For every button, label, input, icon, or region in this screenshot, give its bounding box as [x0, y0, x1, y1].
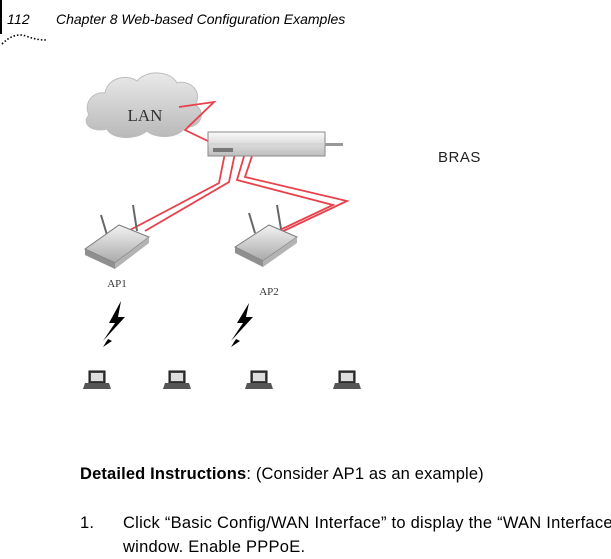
link-bras-to-ap1: [129, 152, 226, 231]
access-point-ap1: AP1: [84, 204, 151, 290]
lan-cloud-label: LAN: [128, 106, 163, 125]
step-text: Click “Basic Config/WAN Interface” to di…: [123, 514, 611, 556]
lan-cloud: LAN: [85, 72, 202, 138]
link-lan-to-bras: [178, 100, 217, 144]
laptop-client-1: [83, 370, 111, 389]
laptop-client-2: [163, 370, 191, 389]
ap2-label: AP2: [259, 286, 279, 298]
chapter-title: Chapter 8 Web-based Configuration Exampl…: [56, 11, 346, 27]
instructions-heading-suffix: : (Consider AP1 as an example): [246, 465, 484, 483]
instructions-heading: Detailed Instructions: [80, 465, 247, 483]
ap1-label: AP1: [107, 278, 127, 290]
network-links: [129, 100, 350, 238]
page-header: 112 Chapter 8 Web-based Configuration Ex…: [0, 0, 611, 48]
link-bras-to-ap1-b: [144, 152, 236, 232]
link-bras-to-ap2-b: [243, 152, 350, 236]
instructions-heading-line: Detailed Instructions: (Consider AP1 as …: [80, 465, 484, 484]
laptop-client-4: [333, 370, 361, 389]
wireless-signal-icon-ap2: [231, 303, 253, 347]
bras-label: BRAS: [438, 149, 481, 163]
page-number: 112: [7, 11, 30, 27]
header-rule: [0, 0, 2, 34]
link-bras-to-ap2: [235, 152, 336, 238]
bras-device: [207, 131, 343, 157]
network-diagram: LAN AP1 AP2: [83, 72, 361, 389]
access-point-ap2: AP2: [233, 204, 299, 298]
step-number: 1.: [80, 514, 95, 532]
laptop-client-3: [245, 370, 273, 389]
wireless-signal-icon-ap1: [103, 301, 125, 347]
